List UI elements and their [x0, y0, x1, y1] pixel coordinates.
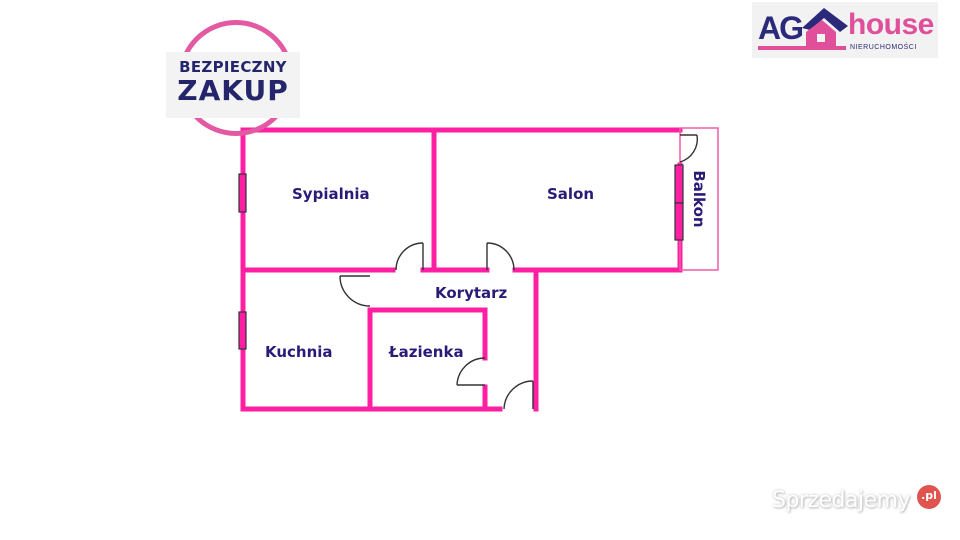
safe-purchase-badge: BEZPIECZNY ZAKUP [166, 16, 300, 140]
room-label-kuchnia: Kuchnia [265, 343, 333, 361]
logo-ag-text: AG [758, 10, 804, 46]
room-label-korytarz: Korytarz [435, 284, 508, 302]
room-label-salon: Salon [547, 185, 595, 203]
logo-underline [758, 46, 846, 50]
logo-subtitle: NIERUCHOMOŚCI [850, 44, 917, 51]
watermark-text: Sprzedajemy [772, 488, 911, 513]
badge-plate [166, 52, 300, 118]
badge-line1: BEZPIECZNY [179, 58, 287, 76]
logo-house-text: house [848, 8, 934, 41]
badge-line2: ZAKUP [177, 74, 289, 107]
room-label-sypialnia: Sypialnia [292, 185, 370, 203]
watermark-pl-badge: .pl [917, 485, 941, 509]
room-label-balkon: Balkon [690, 170, 708, 228]
house-icon [802, 8, 848, 46]
room-label-lazienka: Łazienka [389, 343, 464, 361]
aghouse-logo: AG house NIERUCHOMOŚCI [752, 2, 938, 58]
